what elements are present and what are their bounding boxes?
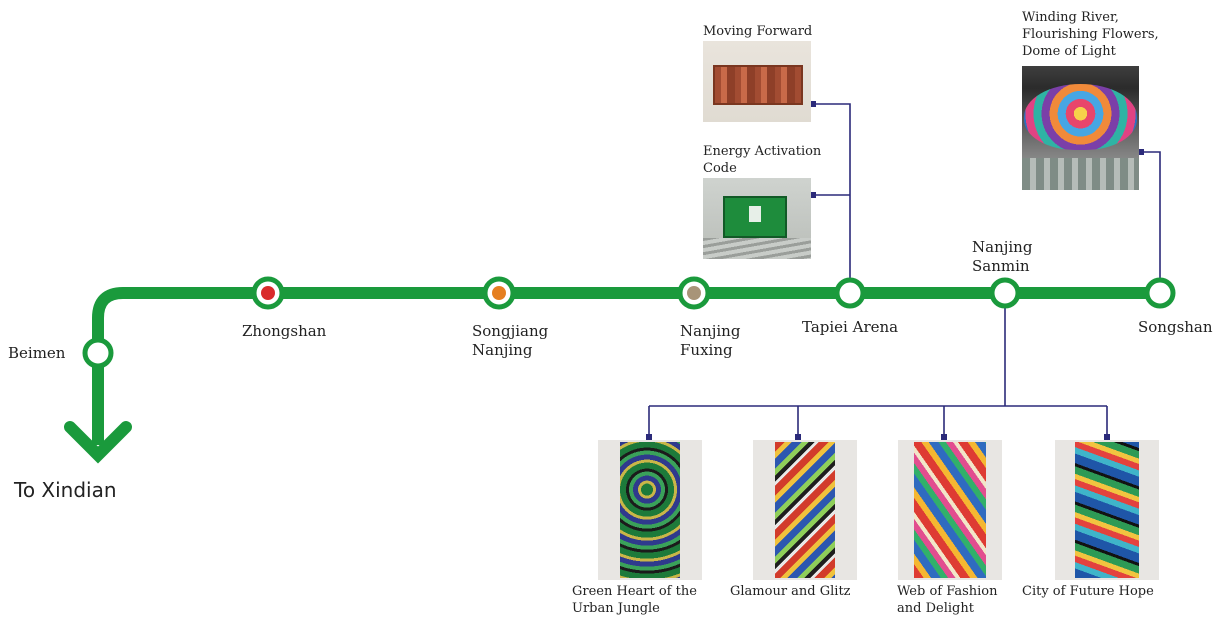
artwork-title-moving-forward: Moving Forward xyxy=(703,24,813,39)
destination-label: To Xindian xyxy=(14,478,117,502)
connector-end-marker xyxy=(1104,434,1110,440)
station-taipei-arena[interactable] xyxy=(834,277,866,309)
station-songjiang-nanjing[interactable] xyxy=(482,276,516,310)
connector-end-marker xyxy=(810,101,816,107)
station-zhongshan[interactable] xyxy=(251,276,285,310)
artwork-photo-glamour-glitz[interactable] xyxy=(753,440,857,580)
artwork-title-glamour-glitz: Glamour and Glitz xyxy=(730,584,851,599)
station-nanjing-sanmin[interactable] xyxy=(989,277,1021,309)
artwork-photo-moving-forward[interactable] xyxy=(703,41,811,122)
artwork-title-green-heart: Green Heart of the Urban Jungle xyxy=(572,584,697,616)
station-label-zhongshan: Zhongshan xyxy=(242,322,327,340)
artwork-photo-green-heart[interactable] xyxy=(598,440,702,580)
green-line-track xyxy=(92,287,1160,445)
connector-moving-forward xyxy=(812,103,851,280)
artwork-title-web-fashion: Web of Fashion and Delight xyxy=(897,584,998,616)
station-label-nanjing-sanmin: Nanjing Sanmin xyxy=(972,238,1033,275)
down-arrow-icon xyxy=(64,421,132,464)
artwork-connectors xyxy=(648,103,1161,438)
connector-end-marker xyxy=(646,434,652,440)
station-beimen[interactable] xyxy=(82,337,114,369)
artwork-photo-winding-river[interactable] xyxy=(1022,66,1139,190)
station-label-nanjing-fuxing: Nanjing Fuxing xyxy=(680,322,741,359)
connector-dome xyxy=(1140,151,1161,280)
connector-end-marker xyxy=(795,434,801,440)
connector-end-markers xyxy=(646,101,1144,440)
connector-end-marker xyxy=(941,434,947,440)
artwork-photo-web-fashion[interactable] xyxy=(898,440,1002,580)
connector-end-marker xyxy=(810,192,816,198)
artwork-photo-city-future-hope[interactable] xyxy=(1055,440,1159,580)
station-songshan[interactable] xyxy=(1144,277,1176,309)
artwork-title-winding-river: Winding River, Flourishing Flowers, Dome… xyxy=(1022,10,1159,59)
connector-end-marker xyxy=(1138,149,1144,155)
station-label-songjiang-nanjing: Songjiang Nanjing xyxy=(472,322,549,359)
station-label-taipei-arena: Tapiei Arena xyxy=(802,318,899,336)
artwork-title-city-future-hope: City of Future Hope xyxy=(1022,584,1154,599)
artwork-photo-energy-activation[interactable] xyxy=(703,178,811,259)
station-label-songshan: Songshan xyxy=(1138,318,1213,336)
station-label-beimen: Beimen xyxy=(8,344,66,362)
artwork-title-energy-activation: Energy Activation Code xyxy=(703,144,822,176)
station-nanjing-fuxing[interactable] xyxy=(677,276,711,310)
